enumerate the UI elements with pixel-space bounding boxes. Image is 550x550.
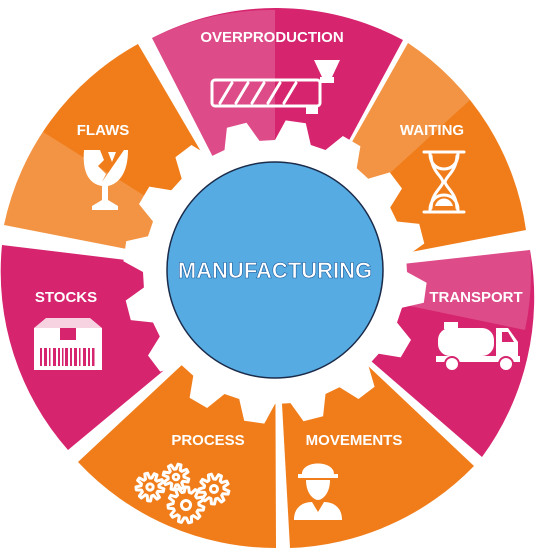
label-overproduction: OVERPRODUCTION <box>200 29 343 46</box>
broken-glass-icon <box>83 150 128 210</box>
label-process: PROCESS <box>171 432 244 449</box>
worker-hardhat-icon <box>294 463 342 520</box>
label-transport: TRANSPORT <box>429 289 522 306</box>
label-movements: MOVEMENTS <box>306 432 403 449</box>
label-waiting: WAITING <box>400 122 464 139</box>
tanker-truck-icon <box>436 322 520 372</box>
barcode-box-icon <box>34 318 102 370</box>
label-flaws: FLAWS <box>77 122 130 139</box>
label-stocks: STOCKS <box>35 289 97 306</box>
gears-icon <box>134 462 231 525</box>
extruder-screw-icon <box>210 60 340 114</box>
center-label: MANUFACTURING <box>178 258 372 283</box>
center-circle <box>166 161 384 379</box>
hourglass-icon <box>422 150 466 214</box>
